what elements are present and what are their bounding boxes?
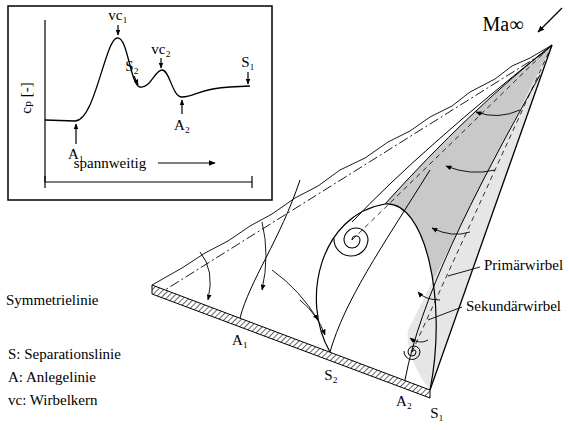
- part-name: Symmetrielinie: [6, 292, 98, 309]
- curve-marker: vc₁: [108, 7, 127, 24]
- axis-label: cₚ [-]: [18, 82, 35, 113]
- curve-marker: vc₂: [151, 41, 170, 58]
- line-marker: A₂: [396, 393, 412, 410]
- line-marker: S₂: [324, 367, 338, 384]
- curve-marker: S₂: [125, 58, 139, 75]
- curve-marker: S₁: [241, 54, 255, 71]
- line-marker: A₁: [232, 332, 248, 349]
- key-note: S: Separationslinie: [8, 346, 121, 363]
- flow-label: Ma∞: [483, 13, 524, 35]
- key-note: A: Anlegelinie: [8, 369, 96, 386]
- key-note: vc: Wirbelkern: [8, 392, 98, 409]
- part-name: Primärwirbel: [484, 257, 563, 274]
- line-marker: S₁: [430, 405, 444, 422]
- part-name: Sekundärwirbel: [466, 298, 561, 315]
- axis-label: spannweitig: [74, 155, 147, 172]
- curve-marker: A₂: [174, 117, 190, 134]
